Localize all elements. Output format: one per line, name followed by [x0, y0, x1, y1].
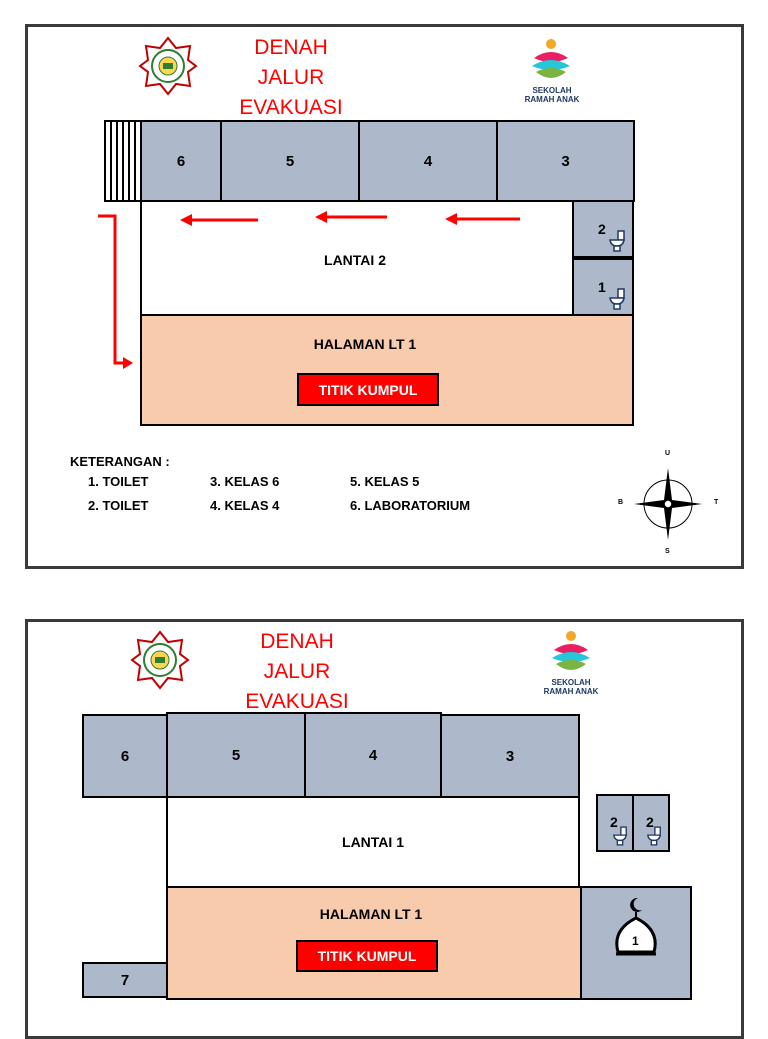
- compass-south: S: [665, 548, 670, 555]
- assembly-point-badge: TITIK KUMPUL: [297, 373, 439, 406]
- legend-title: KETERANGAN :: [70, 454, 170, 469]
- room-3: 3: [440, 714, 580, 798]
- school-emblem-icon: [130, 630, 190, 690]
- title-line-3: EVAKUASI: [239, 96, 343, 119]
- corridor-floor-1: [166, 796, 580, 888]
- room-5: 5: [166, 712, 306, 798]
- room-4: 4: [358, 120, 498, 202]
- assembly-point-label: TITIK KUMPUL: [317, 948, 417, 964]
- legend-item: 4. KELAS 4: [210, 498, 280, 513]
- title-line-2: JALUR: [257, 66, 325, 89]
- toilet-icon: [609, 230, 625, 252]
- mosque-icon: [615, 897, 657, 956]
- compass-west: B: [618, 499, 624, 506]
- legend-item: 6. LABORATORIUM: [350, 498, 471, 513]
- toilet-number: 2: [646, 814, 654, 830]
- room-label: 5: [285, 152, 295, 170]
- map-title: DENAH JALUR EVAKUASI: [236, 33, 346, 123]
- logo-caption: SEKOLAH RAMAH ANAK: [531, 678, 611, 696]
- room-label: 5: [231, 746, 241, 764]
- room-label: 3: [561, 152, 570, 170]
- compass-north: U: [665, 450, 671, 457]
- legend-item: 2. TOILET: [88, 498, 149, 513]
- toilet-1: [572, 258, 634, 316]
- sekolah-ramah-anak-logo-icon: [552, 631, 590, 670]
- toilet-icon: [646, 826, 662, 846]
- title-line-2: JALUR: [263, 660, 331, 683]
- stairs-icon: [104, 120, 142, 202]
- legend-item: 5. KELAS 5: [350, 474, 420, 489]
- room-label: 6: [176, 152, 186, 170]
- mosque-number: 1: [632, 934, 639, 948]
- compass-rose-icon: [634, 468, 702, 540]
- title-line-3: EVAKUASI: [245, 690, 349, 713]
- title-line-1: DENAH: [254, 36, 328, 59]
- assembly-point-badge: TITIK KUMPUL: [296, 940, 438, 972]
- floor-label: LANTAI 2: [324, 252, 386, 268]
- floor-label: LANTAI 1: [342, 834, 404, 850]
- sekolah-ramah-anak-logo-icon: [532, 39, 570, 78]
- yard-label: HALAMAN LT 1: [313, 336, 417, 352]
- logo-caption-line-1: SEKOLAH: [551, 678, 591, 687]
- compass-east: T: [714, 499, 719, 506]
- room-label: 6: [120, 747, 130, 765]
- school-emblem-icon: [138, 36, 198, 96]
- logo-caption-line-2: RAMAH ANAK: [524, 95, 580, 104]
- yard-label: HALAMAN LT 1: [319, 906, 423, 922]
- room-6: 6: [82, 714, 168, 798]
- logo-caption-line-2: RAMAH ANAK: [543, 687, 599, 696]
- room-3: 3: [496, 120, 635, 202]
- toilet-number: 2: [598, 221, 606, 237]
- map-title: DENAH JALUR EVAKUASI: [242, 627, 352, 717]
- toilet-number: 1: [598, 279, 606, 295]
- logo-caption-line-1: SEKOLAH: [532, 86, 572, 95]
- toilet-number: 2: [610, 814, 618, 830]
- room-label: 4: [368, 746, 378, 764]
- room-label: 3: [505, 747, 515, 765]
- toilet-2: [572, 200, 634, 258]
- assembly-point-label: TITIK KUMPUL: [318, 381, 418, 398]
- room-label: 7: [120, 971, 130, 989]
- room-4: 4: [304, 712, 442, 798]
- logo-caption: SEKOLAH RAMAH ANAK: [512, 86, 592, 104]
- courtyard: [140, 314, 634, 426]
- legend-item: 3. KELAS 6: [210, 474, 280, 489]
- toilet-icon: [609, 288, 625, 310]
- room-label: 4: [423, 152, 433, 170]
- room-7: 7: [82, 962, 168, 998]
- legend-item: 1. TOILET: [88, 474, 149, 489]
- title-line-1: DENAH: [260, 630, 334, 653]
- toilet-icon: [612, 826, 628, 846]
